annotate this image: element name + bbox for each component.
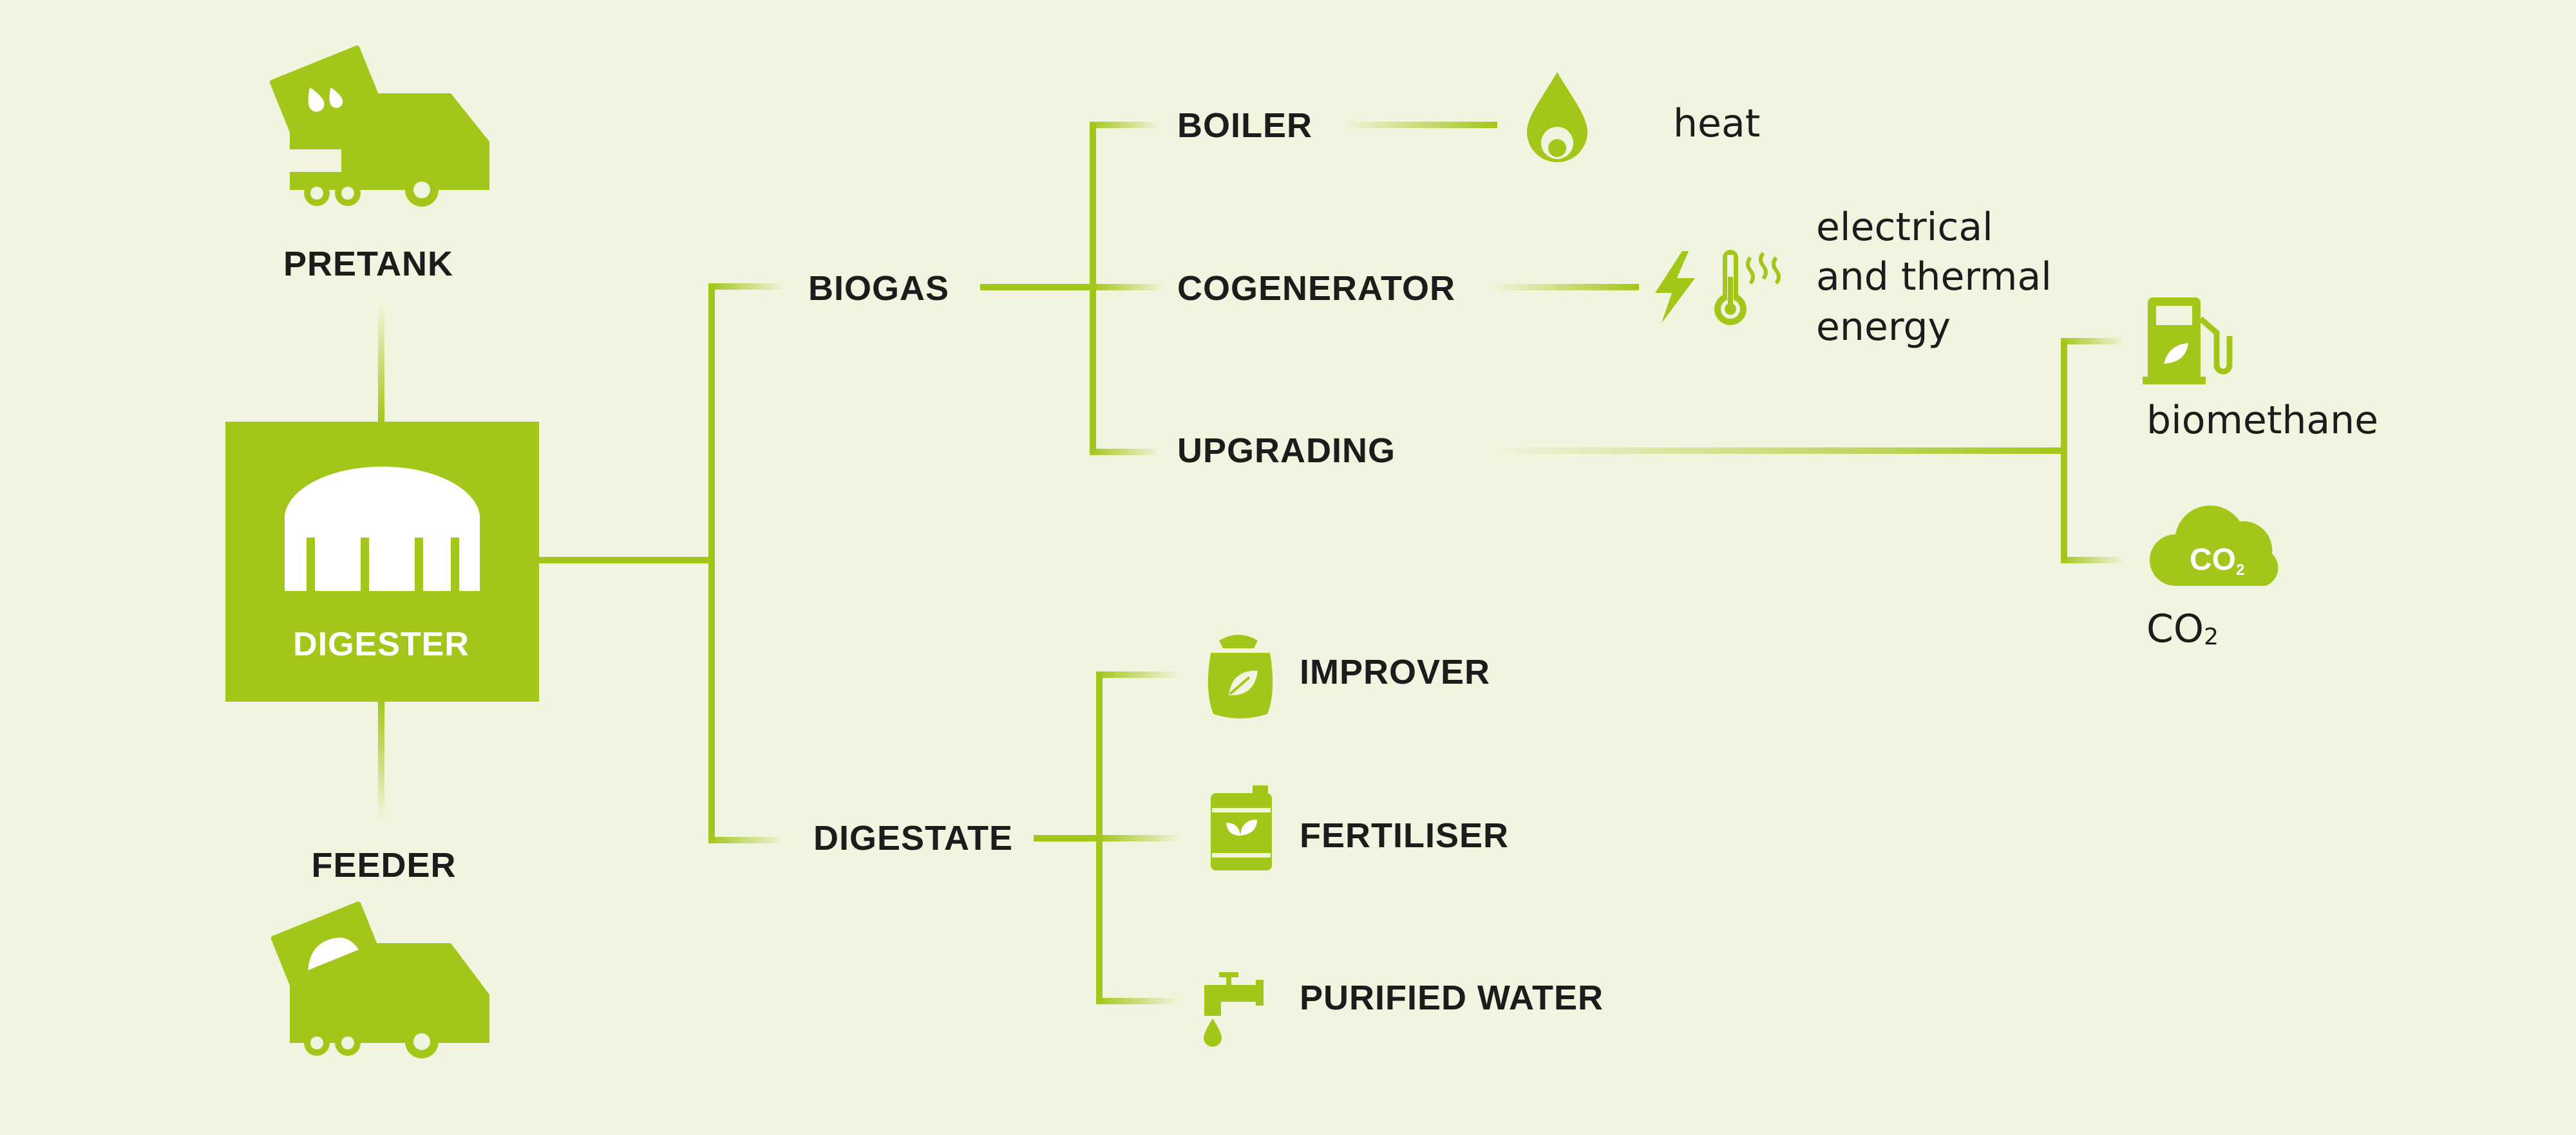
upgrading-label: UPGRADING — [1177, 431, 1396, 470]
heat-label: heat — [1673, 101, 1760, 146]
compost-bag-icon — [1208, 635, 1273, 718]
digester-box: DIGESTER — [225, 422, 539, 702]
co2-icon-text: CO2 — [2190, 543, 2244, 579]
digester-dome-icon — [285, 466, 480, 592]
truck-feeder-icon — [270, 901, 489, 1058]
water-tap-icon — [1204, 972, 1264, 1047]
cogenerator-label: COGENERATOR — [1177, 269, 1455, 308]
fertiliser-label: FERTILISER — [1300, 816, 1509, 855]
digestate-label: DIGESTATE — [813, 819, 1013, 858]
thermometer-icon — [1714, 250, 1781, 325]
truck-pretank-icon — [269, 45, 489, 207]
improver-label: IMPROVER — [1300, 653, 1490, 691]
digester-label: DIGESTER — [293, 626, 469, 663]
biogas-label: BIOGAS — [808, 269, 949, 308]
connectors — [378, 122, 2125, 1004]
co2-label: CO2 — [2146, 606, 2219, 652]
energy-label: electrical and thermal energy — [1816, 205, 2052, 350]
purified-water-label: PURIFIED WATER — [1300, 979, 1604, 1017]
energy-label-line3: energy — [1816, 305, 1951, 350]
lightning-icon — [1655, 251, 1695, 323]
biomethane-label: biomethane — [2146, 398, 2378, 443]
energy-label-line2: and thermal — [1816, 254, 2052, 299]
energy-label-line1: electrical — [1816, 205, 1993, 250]
fuel-pump-icon — [2143, 297, 2233, 384]
fertiliser-jerrycan-icon — [1211, 785, 1272, 870]
pretank-label: PRETANK — [283, 245, 453, 283]
feeder-label: FEEDER — [311, 846, 456, 885]
boiler-label: BOILER — [1177, 106, 1312, 145]
flame-icon — [1527, 72, 1587, 162]
co2-cloud-icon: CO2 — [2150, 505, 2278, 586]
